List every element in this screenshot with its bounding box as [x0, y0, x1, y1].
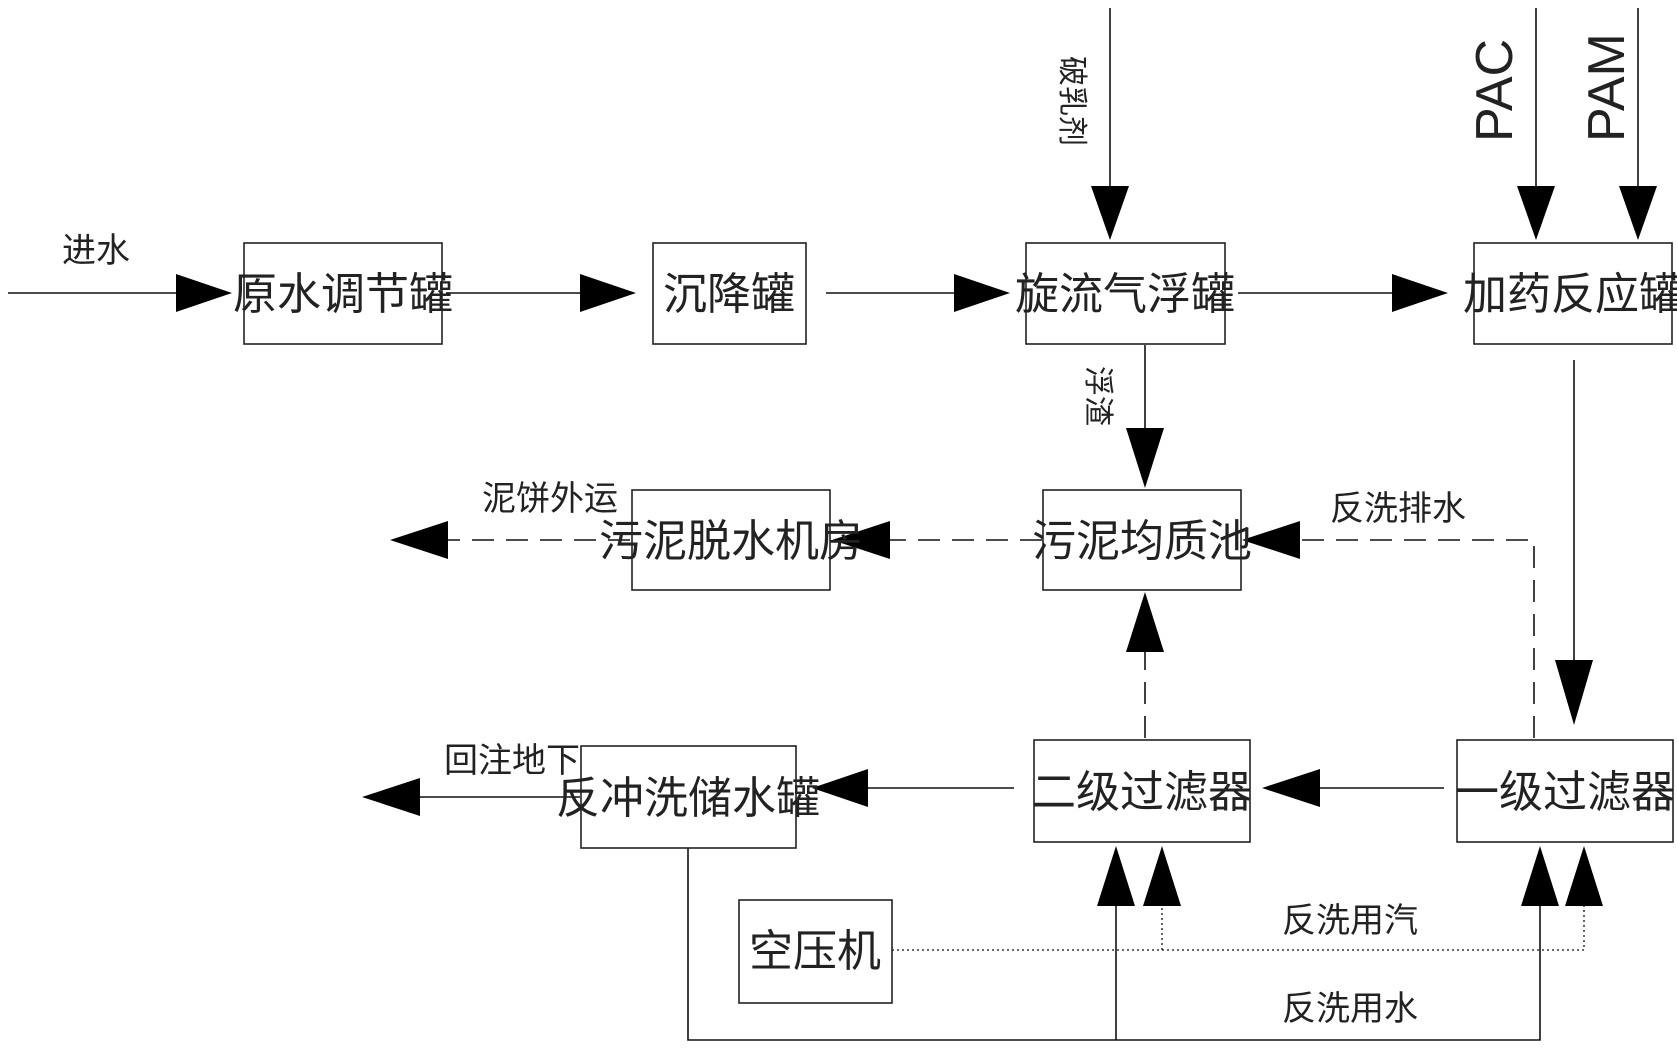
label-inlet: 进水	[62, 231, 130, 271]
arrow-pam	[1619, 186, 1657, 240]
label-backwash-drain: 反洗排水	[1330, 489, 1466, 529]
node-cyclone-flotation-label: 旋流气浮罐	[1015, 269, 1235, 320]
arrow-pac	[1517, 186, 1555, 240]
node-primary-filter: 一级过滤器	[1455, 739, 1675, 843]
label-pac: PAC	[1466, 39, 1524, 142]
arrow-demulsifier	[1091, 186, 1129, 240]
node-secondary-filter-label: 二级过滤器	[1032, 767, 1252, 818]
node-dewatering-room: 污泥脱水机房	[599, 489, 863, 591]
arrow-air-to-primary	[1565, 846, 1603, 906]
backwash-air-line	[892, 906, 1585, 951]
node-dosing-tank: 加药反应罐	[1463, 242, 1677, 345]
arrow-raw-to-settling	[580, 274, 636, 312]
arrow-cake-out	[390, 521, 448, 559]
label-backwash-air: 反洗用汽	[1282, 901, 1418, 941]
arrow-scum	[1126, 428, 1164, 488]
arrow-inlet	[176, 274, 232, 312]
backwash-water-line	[687, 848, 1541, 1041]
label-pam: PAM	[1578, 33, 1636, 142]
arrow-pool-to-dewatering	[832, 521, 890, 559]
label-backwash-water: 反洗用水	[1282, 989, 1418, 1029]
node-backwash-tank: 反冲洗储水罐	[556, 745, 820, 849]
node-air-compressor-label: 空压机	[749, 926, 881, 977]
label-reinject: 回注地下	[444, 741, 580, 781]
node-cyclone-flotation: 旋流气浮罐	[1015, 242, 1235, 345]
arrow-primary-to-secondary	[1262, 769, 1320, 807]
node-sludge-pool: 污泥均质池	[1032, 489, 1252, 591]
node-secondary-filter: 二级过滤器	[1032, 739, 1252, 843]
label-scum: 浮渣	[1080, 366, 1115, 426]
arrow-dosing-to-primary	[1555, 660, 1593, 725]
node-sludge-pool-label: 污泥均质池	[1032, 516, 1252, 567]
node-dosing-tank-label: 加药反应罐	[1463, 269, 1677, 320]
arrow-air-to-secondary	[1143, 846, 1181, 906]
node-dewatering-room-label: 污泥脱水机房	[599, 516, 863, 567]
arrow-cyclone-to-dosing	[1392, 274, 1448, 312]
arrow-backwash-drain	[1242, 521, 1300, 559]
arrow-secondary-to-pool	[1126, 592, 1164, 652]
backwash-drain-line	[1300, 539, 1535, 738]
node-primary-filter-label: 一级过滤器	[1455, 767, 1675, 818]
node-settling-tank-label: 沉降罐	[663, 269, 795, 320]
label-cake-out: 泥饼外运	[482, 479, 618, 519]
node-backwash-tank-label: 反冲洗储水罐	[556, 773, 820, 824]
arrow-reinject	[362, 778, 420, 816]
arrow-water-to-primary	[1521, 846, 1559, 906]
node-raw-tank: 原水调节罐	[233, 242, 453, 345]
node-air-compressor: 空压机	[738, 899, 893, 1004]
arrow-settling-to-cyclone	[954, 274, 1010, 312]
arrow-water-to-secondary	[1097, 846, 1135, 906]
node-settling-tank: 沉降罐	[652, 242, 807, 345]
arrow-secondary-to-backwash	[812, 769, 868, 807]
node-raw-tank-label: 原水调节罐	[233, 269, 453, 320]
label-demulsifier: 破乳剂	[1054, 56, 1089, 146]
